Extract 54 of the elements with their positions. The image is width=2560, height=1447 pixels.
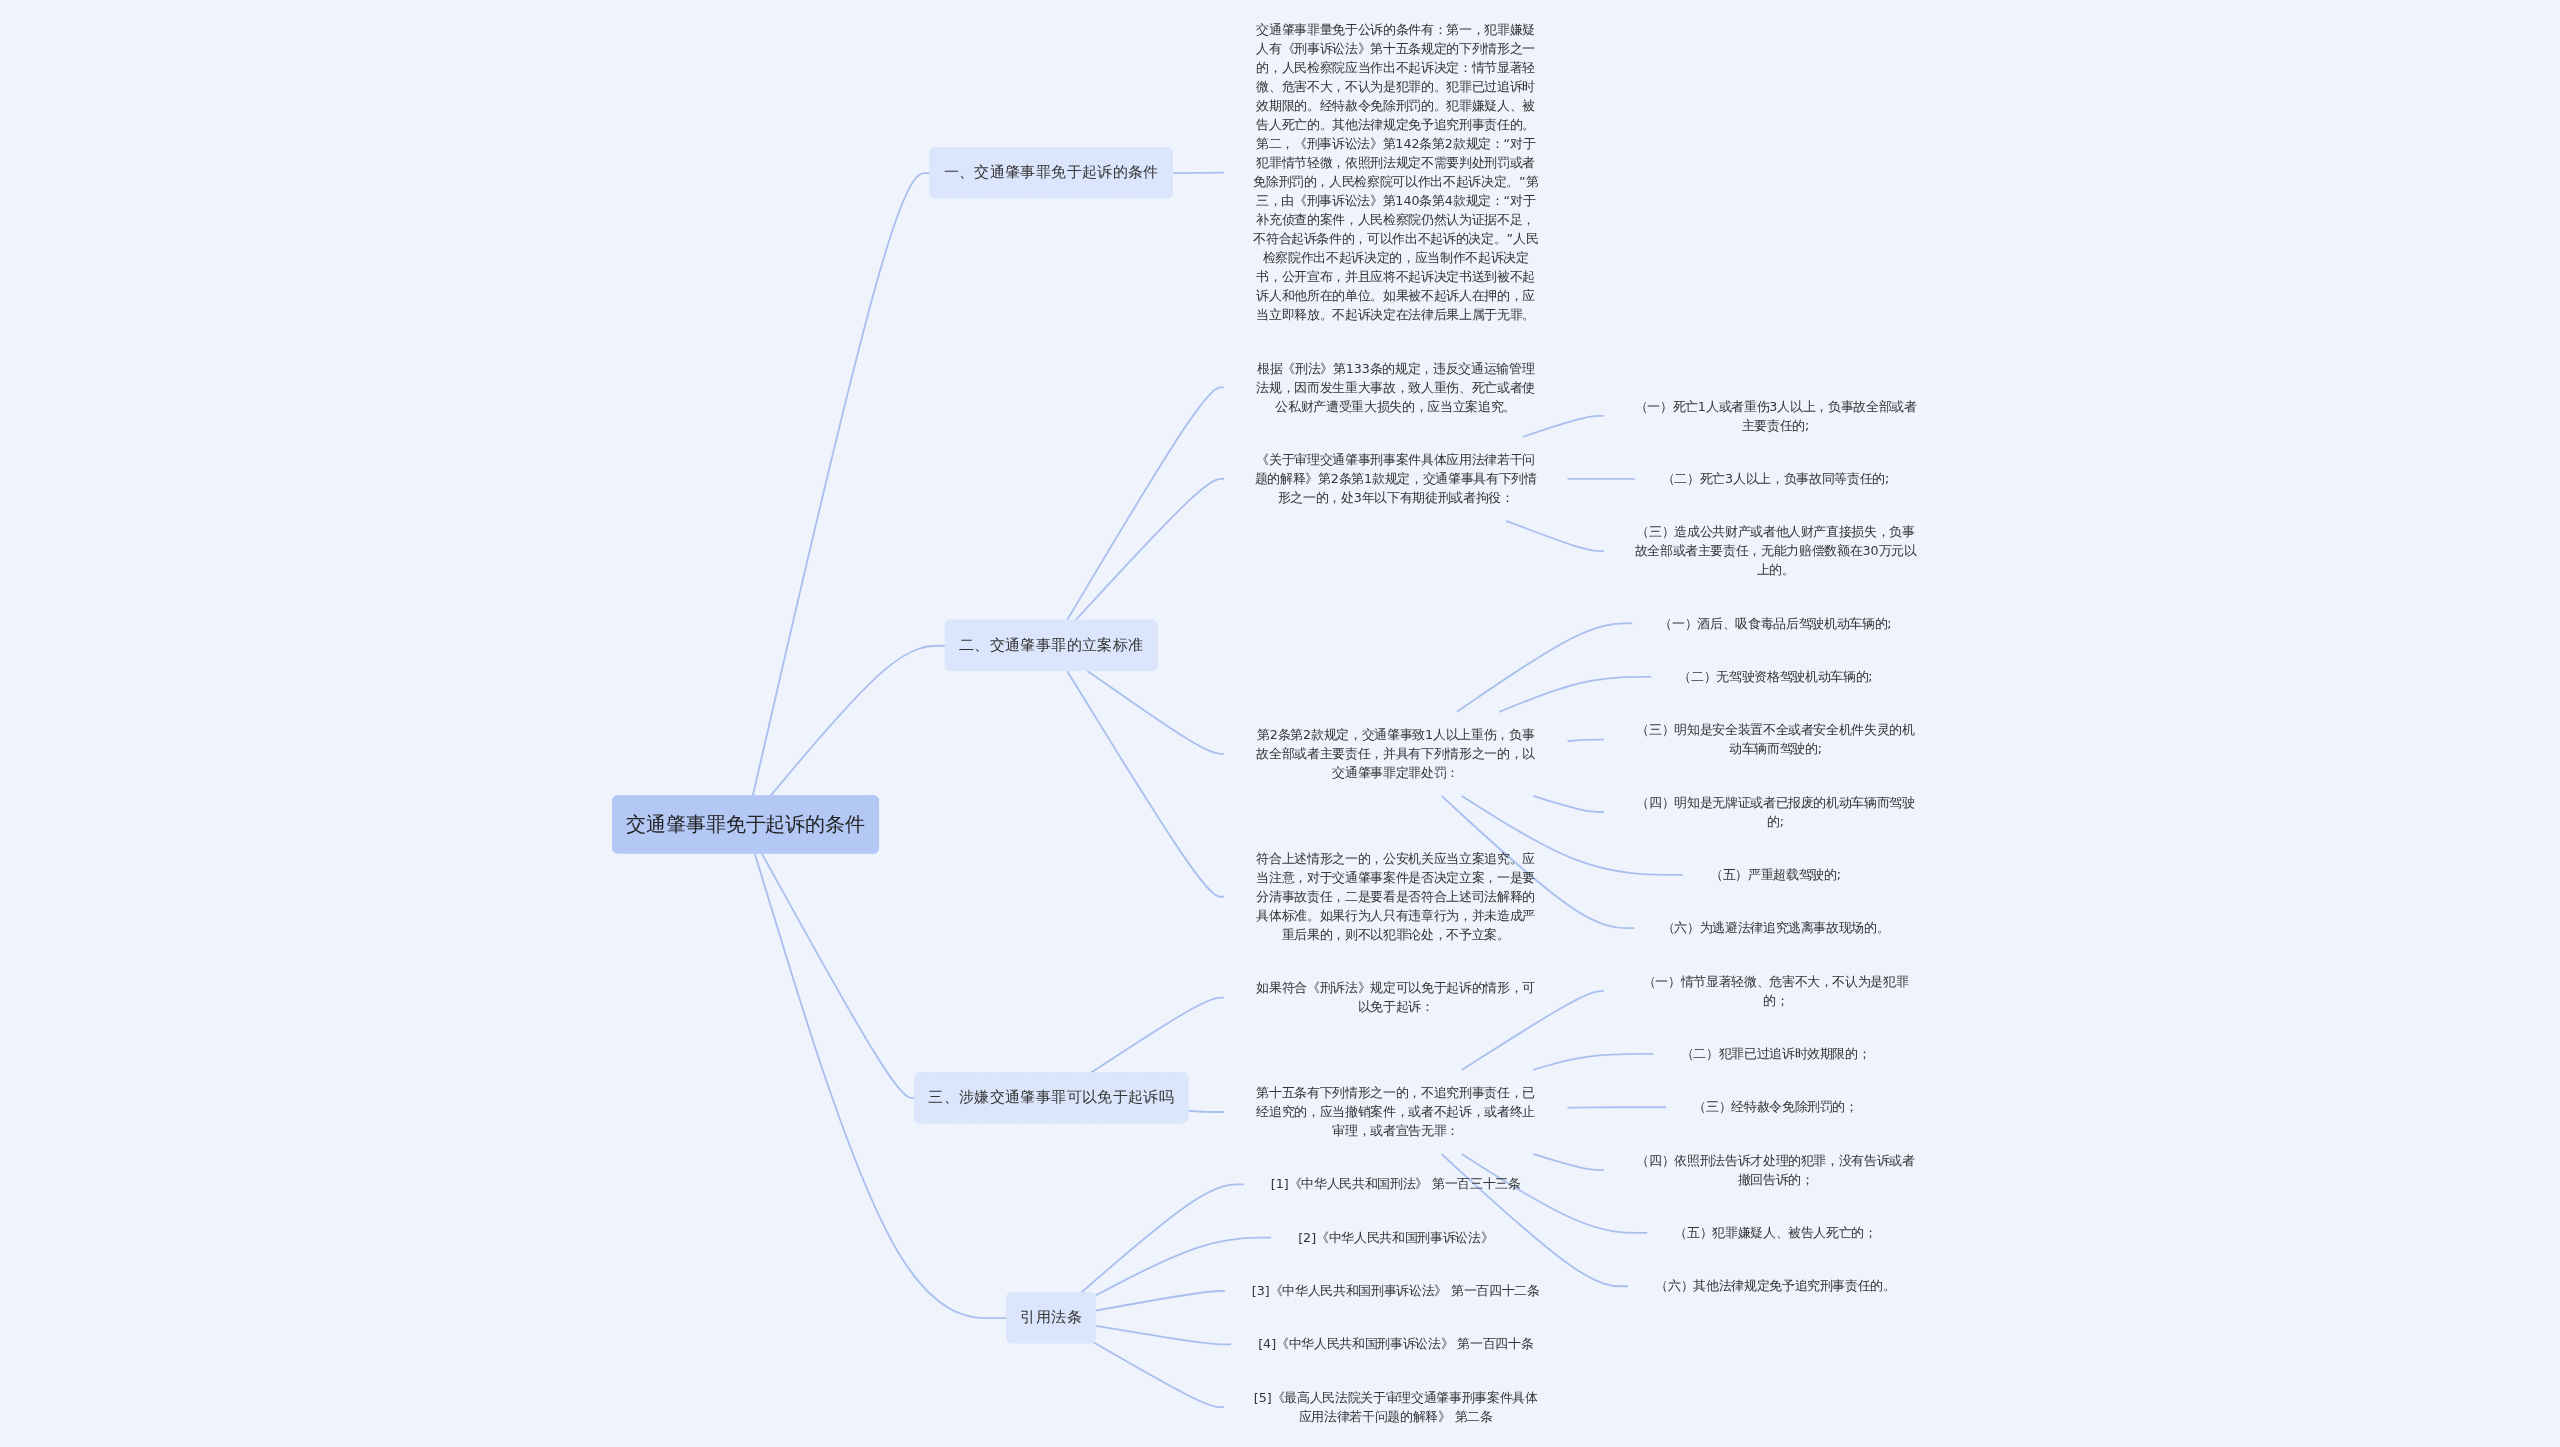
connector bbox=[1456, 622, 1634, 713]
node-text: 符合上述情形之一的，公安机关应当立案追究。应当注意，对于交通肇事案件是否决定立案，一是要分清事故责任，二是要看是否符合上述司法解释的具体标准。如果行为人只有违章行为，并未造成严重后果的，则不以犯罪论处，不予立案。 bbox=[1256, 851, 1535, 942]
node-text: [3]《中华人民共和国刑事诉讼法》 第一百四十二条 bbox=[1251, 1283, 1540, 1298]
node-text: （五）犯罪嫌疑人、被告人死亡的； bbox=[1674, 1225, 1877, 1240]
connector bbox=[1074, 477, 1225, 622]
connector bbox=[1095, 1290, 1226, 1312]
connector bbox=[1532, 1052, 1655, 1071]
connector bbox=[1566, 477, 1636, 480]
connector bbox=[1460, 990, 1605, 1071]
node-text: （二）犯罪已过追诉时效期限的； bbox=[1680, 1046, 1871, 1061]
connector bbox=[1171, 171, 1225, 175]
node-text: （二）无驾驶资格驾驶机动车辆的; bbox=[1678, 669, 1873, 684]
connector bbox=[1079, 1183, 1245, 1294]
connector bbox=[1505, 519, 1605, 553]
node-text: （六）其他法律规定免予追究刑事责任的。 bbox=[1655, 1278, 1896, 1294]
connector bbox=[1460, 1153, 1649, 1234]
node-text: （一）酒后、吸食毒品后驾驶机动车辆的; bbox=[1659, 615, 1892, 631]
connector bbox=[1440, 1153, 1630, 1288]
node-text: 《关于审理交通肇事刑事案件具体应用法律若干问题的解释》第2条第1款规定，交通肇事具有下列情形之一的，处3年以下有期徒刑或者拘役： bbox=[1254, 452, 1537, 505]
node-text: [4]《中华人民共和国刑事诉讼法》 第一百四十条 bbox=[1258, 1336, 1534, 1352]
node-text: 交通肇事罪量免于公诉的条件有：第一，犯罪嫌疑人有《刑事诉讼法》第十五条规定的下列情形之一的，人民检察院应当作出不起诉决定：情节显著轻微、危害不大，不认为是犯罪的。犯罪已过追诉时效期限的。经特赦令免除刑罚的。犯罪嫌疑人、被告人死亡的。其他法律规定免予追究刑事责任的。第二，《刑事诉讼法》第142条第2款规定：“对于犯罪情节轻微，依照刑法规定不需要判处刑罚或者免除刑罚的，人民检察院可以作出不起诉决定。”第三，由《刑事诉讼法》第140条第4款规定：“对于补充侦查的案件，人民检察院仍然认为证据不足，不符合起诉条件的，可以作出不起诉的决定。”人民检察院作出不起诉决定的，应当制作不起诉决定书，公开宣布，并且应将不起诉决定书送到被不起诉人和他所在的单位。如果被不起诉人在押的，应当立即释放。不起诉决定在法律后果上属于无罪。 bbox=[1253, 22, 1539, 322]
node-text: [5]《最高人民法院关于审理交通肇事刑事案件具体应用法律若干问题的解释》 第二条 bbox=[1253, 1390, 1538, 1424]
connector bbox=[1532, 795, 1605, 813]
connector bbox=[1460, 795, 1684, 876]
node-text: （一）死亡1人或者重伤3人以上，负事故全部或者主要责任的; bbox=[1634, 398, 1917, 433]
connector bbox=[1532, 1153, 1605, 1171]
connector bbox=[1566, 738, 1605, 742]
node-text: 第十五条有下列情形之一的，不追究刑事责任，已经追究的，应当撤销案件，或者不起诉，或者终止审理，或者宣告无罪： bbox=[1256, 1085, 1535, 1138]
connector bbox=[1086, 670, 1225, 755]
connector bbox=[1566, 1106, 1667, 1109]
connector bbox=[1521, 415, 1605, 438]
node-text: 根据《刑法》第133条的规定，违反交通运输管理法规，因而发生重大事故，致人重伤、死亡或者使公私财产遭受重大损失的，应当立案追究。 bbox=[1256, 360, 1535, 414]
connector bbox=[1089, 996, 1225, 1074]
node-text: [1]《中华人民共和国刑法》 第一百三十三条 bbox=[1270, 1176, 1521, 1192]
node-text: （四）明知是无牌证或者已报废的机动车辆而驾驶的; bbox=[1636, 794, 1915, 829]
node-text: （三）经特赦令免除刑罚的； bbox=[1693, 1099, 1858, 1115]
connector bbox=[1094, 1236, 1272, 1297]
node-text: （三）造成公共财产或者他人财产直接损失，负事故全部或者主要责任，无能力赔偿数额在30万元以上的。 bbox=[1634, 524, 1917, 577]
connector bbox=[1066, 670, 1225, 898]
node-text: （六）为逃避法律追究逃离事故现场的。 bbox=[1661, 920, 1890, 935]
node-text: [2]《中华人民共和国刑事诉讼法》 bbox=[1298, 1229, 1494, 1245]
node-text: （四）依照刑法告诉才处理的犯罪，没有告诉或者撤回告诉的； bbox=[1636, 1152, 1915, 1187]
connector bbox=[1092, 1341, 1225, 1409]
node-text: （三）明知是安全装置不全或者安全机件失灵的机动车辆而驾驶的; bbox=[1636, 722, 1915, 756]
node-text: （一）情节显著轻微、危害不大，不认为是犯罪的； bbox=[1642, 973, 1909, 1008]
node-text: （五）严重超载驾驶的; bbox=[1710, 867, 1841, 882]
node-text: 第2条第2款规定，交通肇事致1人以上重伤，负事故全部或者主要责任，并具有下列情形之一的，以交通肇事罪定罪处罚： bbox=[1256, 727, 1535, 780]
node-text: 如果符合《刑诉法》规定可以免于起诉的情形，可以免于起诉： bbox=[1256, 980, 1535, 1014]
connector bbox=[1440, 795, 1636, 930]
connector bbox=[1187, 1109, 1225, 1113]
connector bbox=[1095, 1324, 1232, 1346]
node-text: （二）死亡3人以上，负事故同等责任的; bbox=[1661, 471, 1890, 486]
connector bbox=[1065, 386, 1225, 622]
connector bbox=[1498, 675, 1653, 713]
